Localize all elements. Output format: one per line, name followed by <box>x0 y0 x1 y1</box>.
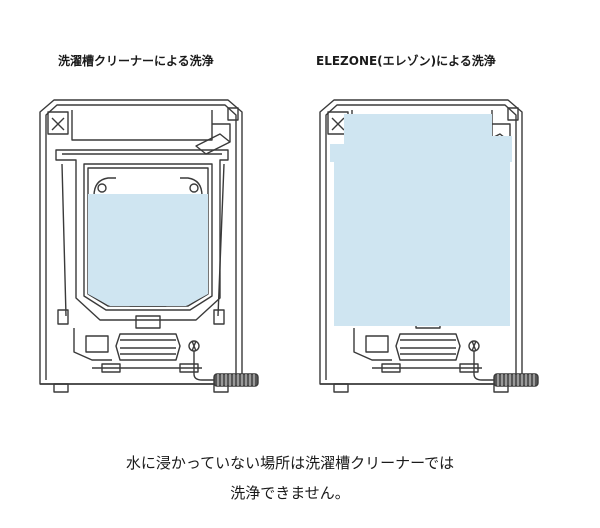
washer-diagram-cleaner <box>39 99 259 393</box>
motor <box>115 333 181 361</box>
drain-hose <box>493 373 539 387</box>
outer-tub <box>55 149 229 321</box>
drain-valve-mark <box>191 340 197 352</box>
drain-pipe <box>473 351 496 381</box>
balancer-left <box>93 177 116 197</box>
drain-hose <box>213 373 259 387</box>
detergent-chute <box>195 133 231 155</box>
motor-lines <box>400 339 456 355</box>
bracket-left <box>73 328 112 361</box>
damper-left <box>57 309 69 325</box>
valve-top <box>507 107 519 121</box>
valve-top <box>227 107 239 121</box>
control-box-mark <box>51 117 65 131</box>
belt-pulley-right <box>459 363 479 373</box>
panel-title-left: 洗濯槽クリーナーによる洗浄 <box>58 54 214 68</box>
water-inner-tub <box>368 194 488 306</box>
balancer-ring-right <box>189 183 199 193</box>
balancer-right <box>180 177 203 197</box>
bracket-left <box>353 328 392 361</box>
drain-hose-body <box>213 373 259 387</box>
control-box-left <box>47 111 69 135</box>
lid-frame <box>71 110 213 141</box>
belt-pulley-right <box>179 363 199 373</box>
cabinet-inner-line <box>45 104 237 380</box>
motor-lines <box>120 339 176 355</box>
inner-tub <box>83 163 213 311</box>
balancer-ring-left <box>97 183 107 193</box>
caption-line-1: 水に浸かっていない場所は洗濯槽クリーナーでは <box>125 454 455 472</box>
caption-line-2: 洗浄できません。 <box>230 484 350 502</box>
water-inner-tub <box>88 194 208 306</box>
pump <box>85 335 109 353</box>
cabinet-inner-line <box>325 104 517 380</box>
foot-left <box>53 383 69 393</box>
drain-hose-body <box>493 373 539 387</box>
damper-right <box>213 309 225 325</box>
control-box-mark <box>331 117 345 131</box>
panel-title-right: ELEZONE(エレゾン)による洗浄 <box>316 54 496 68</box>
drain-pipe <box>193 351 216 381</box>
pump <box>365 335 389 353</box>
drive-shaft <box>135 315 161 329</box>
motor <box>395 333 461 361</box>
foot-left <box>333 383 349 393</box>
top-pipe <box>212 123 231 142</box>
belt-pulley-left <box>101 363 121 373</box>
belt-pulley-left <box>381 363 401 373</box>
drain-valve-mark <box>471 340 477 352</box>
suspension-rods <box>61 163 225 317</box>
washer-diagram-elezone <box>319 99 539 393</box>
